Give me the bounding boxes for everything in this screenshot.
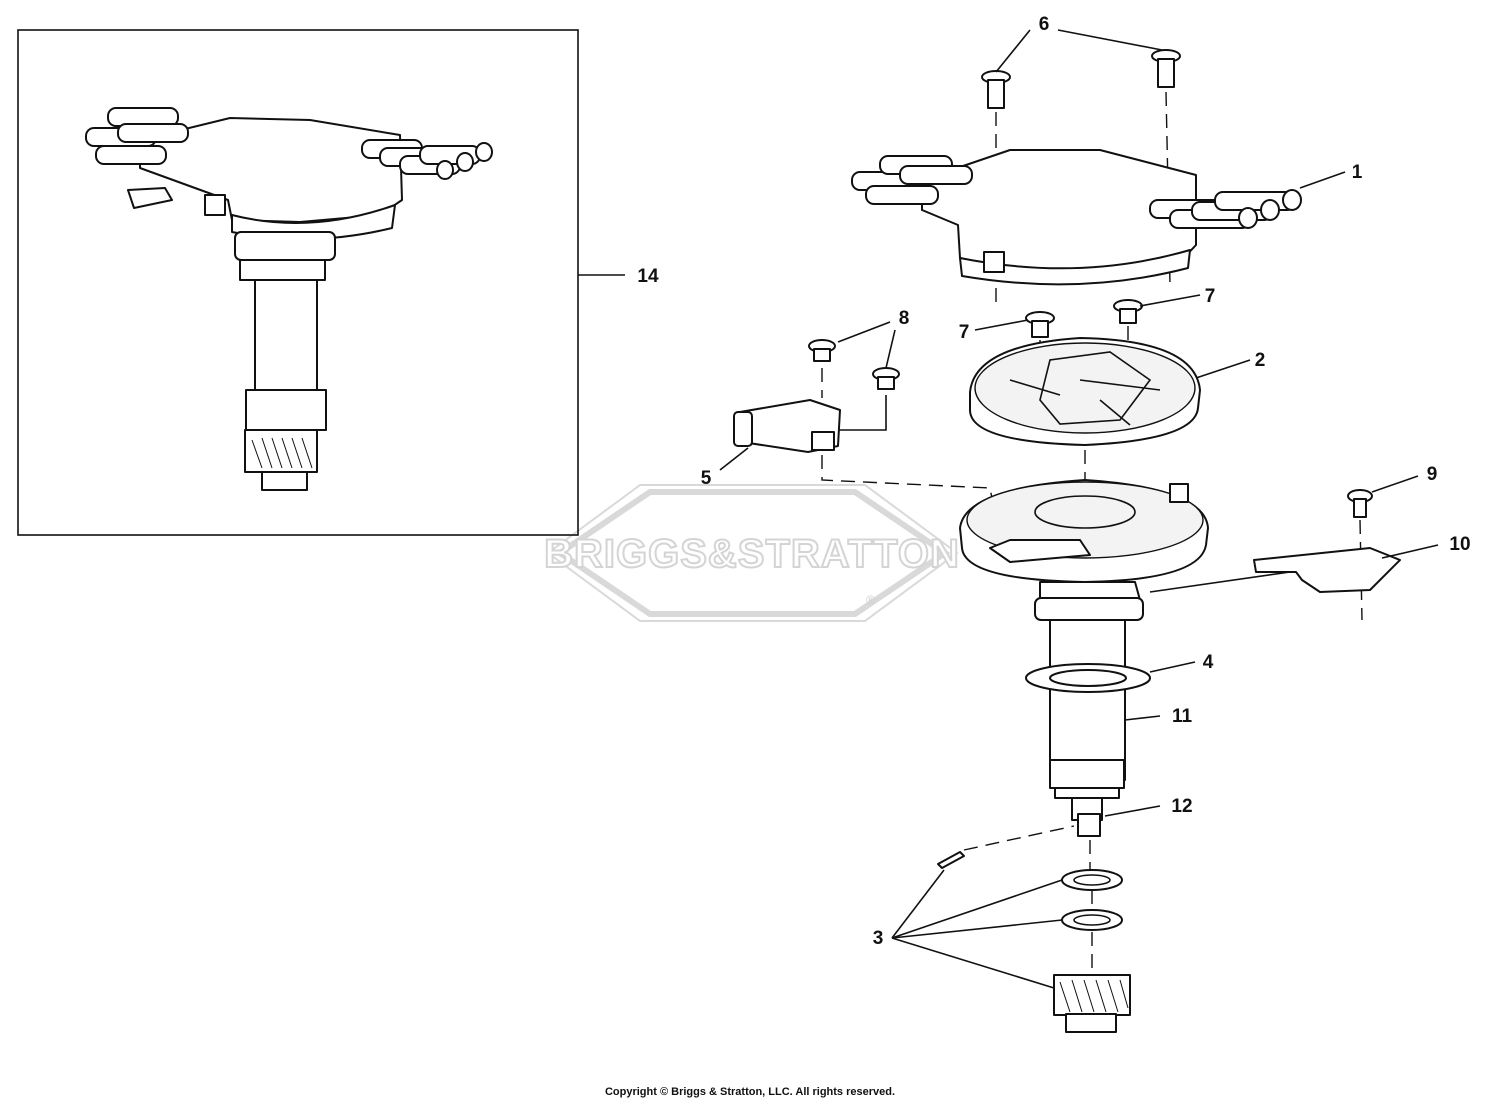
callout-4: 4 xyxy=(1203,652,1214,673)
watermark: BRIGGS&STRATTON ® xyxy=(543,484,960,622)
callout-10: 10 xyxy=(1449,534,1470,555)
callout-14: 14 xyxy=(637,266,659,287)
item-2-rotor xyxy=(969,337,1201,520)
item-5-module xyxy=(733,339,1001,541)
callout-9: 9 xyxy=(1427,464,1438,485)
callout-5: 5 xyxy=(701,468,712,489)
callout-2: 2 xyxy=(1255,350,1266,371)
item-11-shaft xyxy=(1025,619,1151,837)
watermark-text: BRIGGS&STRATTON xyxy=(544,532,960,576)
callout-11: 11 xyxy=(1172,706,1193,727)
item-1-distributor-cap xyxy=(851,149,1302,286)
callout-12: 12 xyxy=(1171,796,1192,817)
callout-7-right: 7 xyxy=(1205,286,1216,307)
leader-lines xyxy=(578,29,1439,989)
assembled-distributor-drawing xyxy=(85,107,493,491)
item-10-bracket xyxy=(1149,489,1401,621)
item-3-gear-set xyxy=(937,825,1131,1033)
copyright-notice: Copyright © Briggs & Stratton, LLC. All … xyxy=(604,1086,896,1098)
callout-3: 3 xyxy=(873,928,884,949)
distributor-housing xyxy=(959,479,1209,621)
callout-1: 1 xyxy=(1352,162,1363,183)
inset-assembly-box xyxy=(17,29,579,536)
callout-labels: 6 1 7 7 8 2 5 9 10 4 11 12 3 14 xyxy=(637,14,1470,949)
callout-7-left: 7 xyxy=(959,322,970,343)
callout-6: 6 xyxy=(1039,14,1050,35)
callout-8: 8 xyxy=(899,308,910,329)
watermark-registered-mark: ® xyxy=(866,593,875,607)
